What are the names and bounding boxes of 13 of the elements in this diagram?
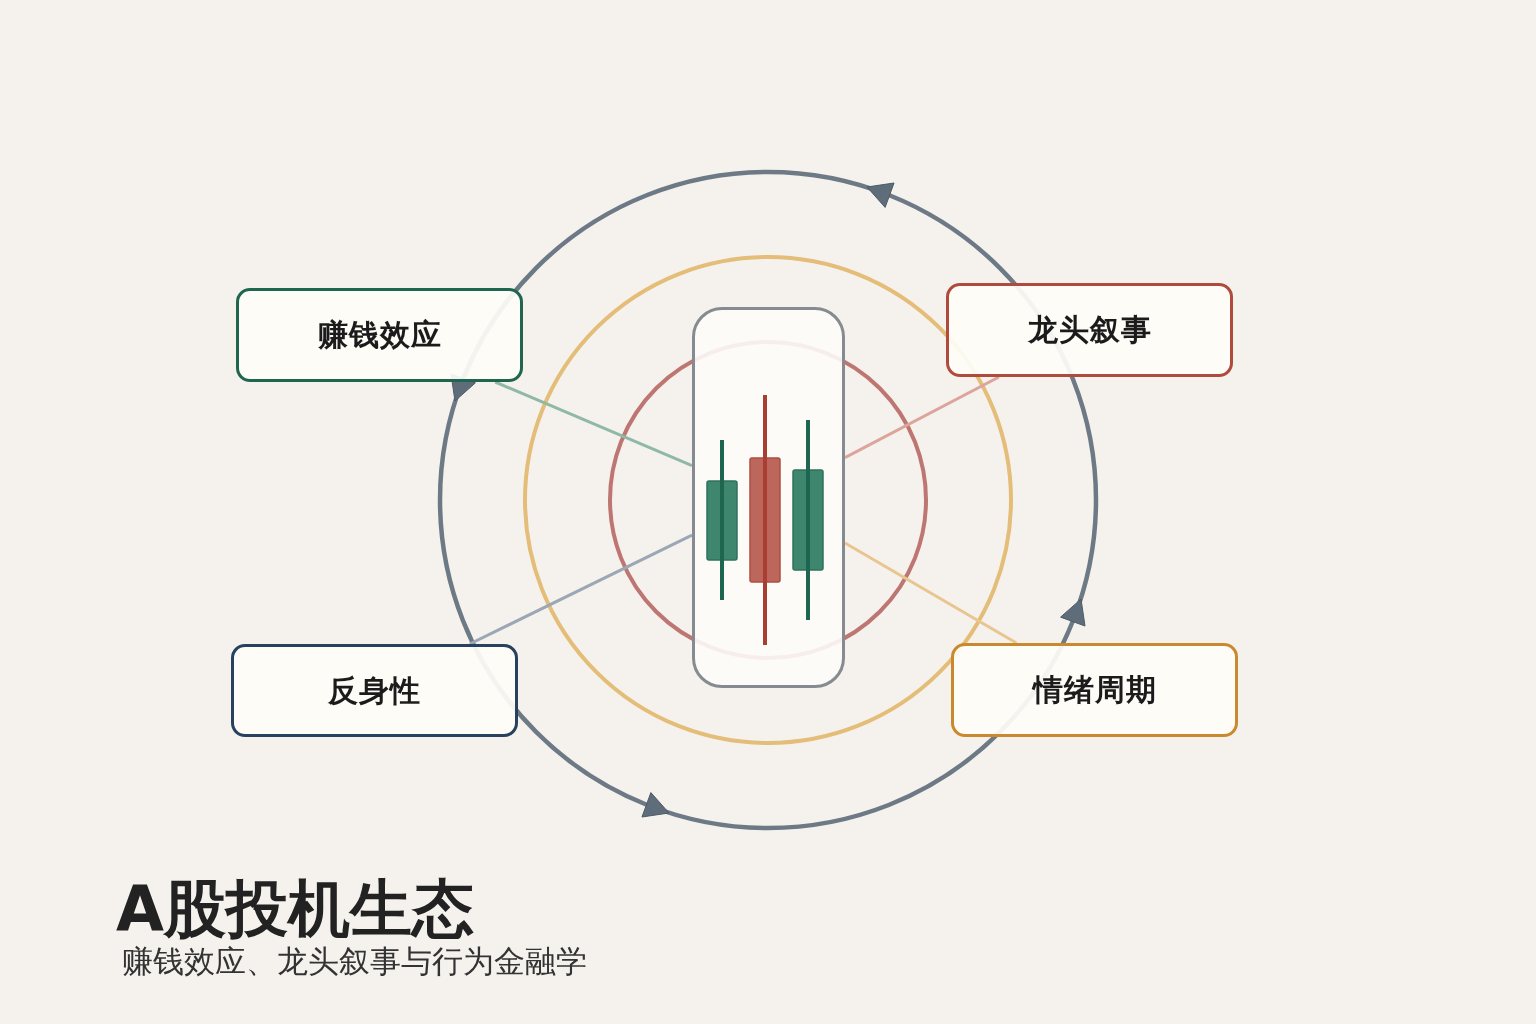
concept-box (946, 283, 1233, 377)
connector-line (844, 541, 1018, 645)
connector-line (469, 533, 693, 646)
concept-box (231, 644, 518, 737)
title: A股投机生态 (116, 878, 474, 940)
node-label: 情绪周期 (1032, 672, 1157, 708)
node-label: 反身性 (328, 672, 421, 709)
connector-line (494, 380, 693, 468)
node-label: 龙头叙事 (1027, 312, 1152, 348)
subtitle: 赚钱效应、龙头叙事与行为金融学 (122, 944, 587, 979)
concept-box (236, 288, 523, 382)
concept-box (951, 643, 1238, 737)
node-label: 赚钱效应 (317, 317, 442, 353)
